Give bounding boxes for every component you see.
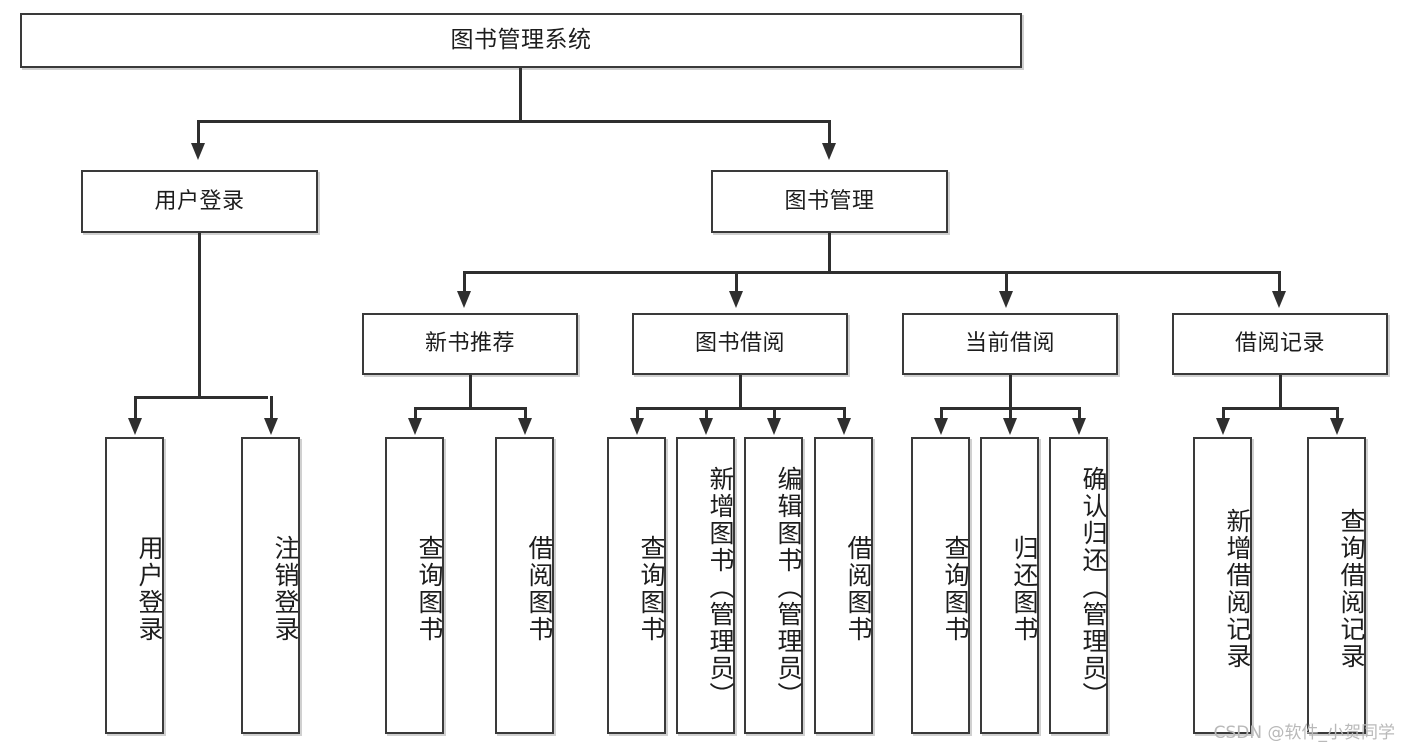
connector-borrow-record-child-1 [1222,407,1225,420]
connector-user-login-bus [134,396,268,399]
connector-current-borrow-stem [1009,375,1012,407]
leaf-new-book-query-book[interactable]: 查询图书 [385,437,444,734]
connector-book-borrow-child-2 [705,407,708,420]
connector-borrow-record-bus [1222,407,1338,410]
connector-book-manage-to-record [1278,271,1281,293]
connector-book-manage-stem [828,233,831,271]
arrowhead-current-borrow-child-3 [1072,418,1086,435]
leaf-user-login-login[interactable]: 用户登录 [105,437,164,734]
leaf-book-borrow-borrow-book[interactable]: 借阅图书 [814,437,873,734]
arrowhead-new-book-child-2 [518,418,532,435]
arrowhead-user-login-child-1 [128,418,142,435]
node-root-system[interactable]: 图书管理系统 [20,13,1022,68]
arrowhead-book-borrow-child-2 [699,418,713,435]
node-book-borrow[interactable]: 图书借阅 [632,313,848,375]
connector-book-manage-to-new-book [463,271,466,293]
arrowhead-book-manage-to-borrow [729,291,743,308]
connector-new-book-child-2 [524,407,527,420]
arrowhead-borrow-record-child-1 [1216,418,1230,435]
arrowhead-book-manage-to-current [999,291,1013,308]
leaf-book-borrow-edit-book-admin[interactable]: 编辑图书（管理员） [744,437,803,734]
node-new-book-recommend[interactable]: 新书推荐 [362,313,578,375]
leaf-user-login-logout[interactable]: 注销登录 [241,437,300,734]
leaf-current-borrow-confirm-return-admin[interactable]: 确认归还（管理员） [1049,437,1108,734]
node-book-manage[interactable]: 图书管理 [711,170,948,233]
arrowhead-borrow-record-child-2 [1330,418,1344,435]
connector-new-book-bus [414,407,526,410]
arrowhead-root-to-user-login [191,143,205,160]
arrowhead-book-manage-to-record [1272,291,1286,308]
arrowhead-book-borrow-child-4 [837,418,851,435]
connector-user-login-child-2 [270,396,273,420]
connector-current-borrow-child-2 [1009,407,1012,420]
node-borrow-record[interactable]: 借阅记录 [1172,313,1388,375]
leaf-current-borrow-return-book[interactable]: 归还图书 [980,437,1039,734]
connector-new-book-stem [469,375,472,407]
arrowhead-current-borrow-child-2 [1003,418,1017,435]
arrowhead-book-borrow-child-3 [767,418,781,435]
node-current-borrow[interactable]: 当前借阅 [902,313,1118,375]
connector-root-stem [519,68,522,120]
connector-user-login-stem [198,233,201,396]
leaf-new-book-borrow-book[interactable]: 借阅图书 [495,437,554,734]
connector-book-borrow-child-4 [843,407,846,420]
arrowhead-user-login-child-2 [264,418,278,435]
connector-user-login-child-1 [134,396,137,420]
connector-book-manage-to-current [1005,271,1008,293]
connector-borrow-record-child-2 [1336,407,1339,420]
connector-book-borrow-stem [739,375,742,407]
arrowhead-root-to-book-manage [822,143,836,160]
connector-root-to-book-manage [828,120,831,145]
connector-current-borrow-child-1 [940,407,943,420]
connector-book-borrow-bus [636,407,846,410]
connector-book-borrow-child-1 [636,407,639,420]
connector-book-borrow-child-3 [773,407,776,420]
connector-root-bus [197,120,830,123]
connector-new-book-child-1 [414,407,417,420]
node-user-login[interactable]: 用户登录 [81,170,318,233]
connector-book-manage-to-borrow [735,271,738,293]
connector-current-borrow-child-3 [1078,407,1081,420]
leaf-current-borrow-query-book[interactable]: 查询图书 [911,437,970,734]
arrowhead-book-borrow-child-1 [630,418,644,435]
arrowhead-book-manage-to-new-book [457,291,471,308]
connector-root-to-user-login [197,120,200,145]
arrowhead-new-book-child-1 [408,418,422,435]
leaf-book-borrow-add-book-admin[interactable]: 新增图书（管理员） [676,437,735,734]
connector-book-manage-bus [463,271,1280,274]
connector-borrow-record-stem [1279,375,1282,407]
leaf-borrow-record-query-record[interactable]: 查询借阅记录 [1307,437,1366,734]
leaf-borrow-record-add-record[interactable]: 新增借阅记录 [1193,437,1252,734]
leaf-book-borrow-query-book[interactable]: 查询图书 [607,437,666,734]
arrowhead-current-borrow-child-1 [934,418,948,435]
